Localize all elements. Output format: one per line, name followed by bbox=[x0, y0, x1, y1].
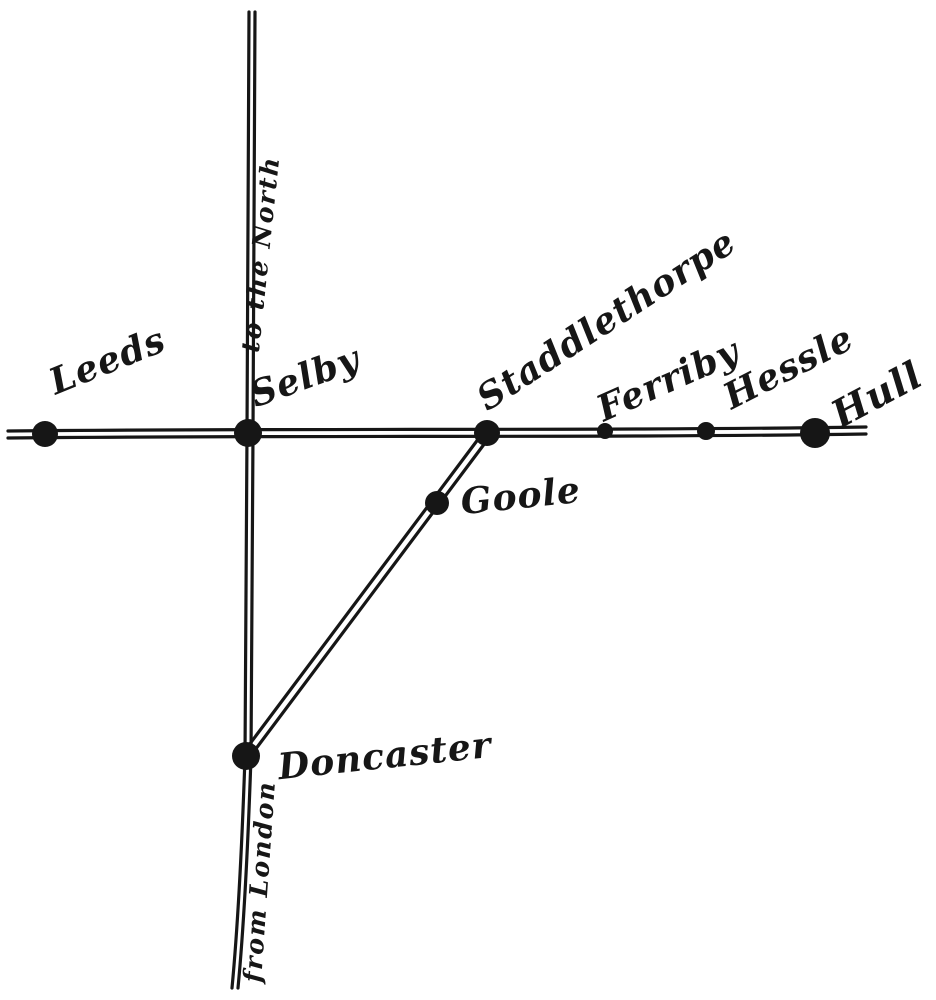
station-label-doncaster: Doncaster bbox=[275, 724, 496, 788]
station-label-leeds: Leeds bbox=[42, 319, 171, 404]
station-dot-selby bbox=[234, 419, 262, 447]
station-dot-hull bbox=[800, 418, 830, 448]
station-dot-doncaster bbox=[232, 742, 260, 770]
station-label-goole: Goole bbox=[459, 469, 583, 523]
north-south-line bbox=[230, 10, 257, 990]
station-dot-hessle bbox=[697, 422, 715, 440]
station-dot-staddlethorpe bbox=[474, 420, 500, 446]
station-dot-goole bbox=[425, 491, 449, 515]
annotation-to-the-north: to the North bbox=[236, 154, 286, 354]
main-line bbox=[6, 425, 868, 440]
branch-line bbox=[241, 428, 493, 760]
station-dot-ferriby bbox=[597, 423, 613, 439]
station-dot-leeds bbox=[32, 421, 58, 447]
